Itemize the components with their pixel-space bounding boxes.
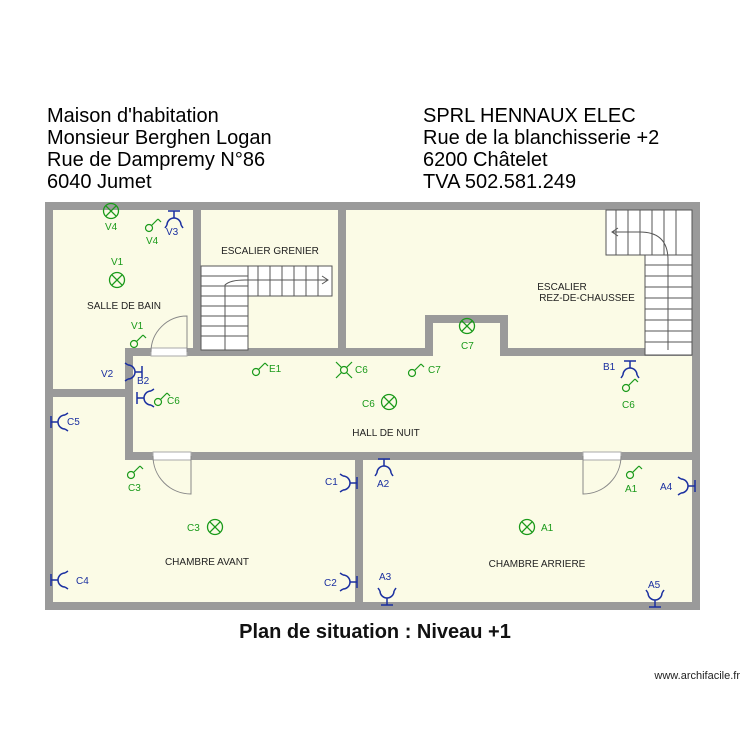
label-c7-switch: C7 [428, 365, 441, 376]
header-right-line-4: TVA 502.581.249 [423, 171, 577, 193]
header-left-line-3: Rue de Dampremy N°86 [47, 149, 266, 171]
label-c1: C1 [325, 477, 338, 488]
label-c7-lamp: C7 [461, 341, 474, 352]
doors [150, 315, 622, 495]
room-labels: SALLE DE BAIN ESCALIER GRENIER ESCALIER … [87, 246, 635, 570]
label-b2: B2 [137, 376, 150, 387]
label-c6-two-way: C6 [355, 365, 368, 376]
label-v2: V2 [101, 369, 114, 380]
label-c4: C4 [76, 576, 89, 587]
label-c6-switch-left: C6 [167, 396, 180, 407]
label-a2: A2 [377, 479, 390, 490]
header-left-line-2: Monsieur Berghen Logan [47, 127, 272, 149]
header-right: SPRL HENNAUX ELEC Rue de la blanchisseri… [423, 105, 659, 193]
label-v1-lamp: V1 [111, 257, 124, 268]
room-label-escalier-rdc-2: REZ-DE-CHAUSSEE [539, 293, 635, 304]
room-label-hall-de-nuit: HALL DE NUIT [352, 428, 419, 439]
header-right-line-2: Rue de la blanchisserie +2 [423, 127, 660, 149]
label-v3: V3 [166, 227, 179, 238]
label-b1: B1 [603, 362, 616, 373]
label-c3-lamp: C3 [187, 523, 200, 534]
label-v4-lamp: V4 [105, 222, 118, 233]
label-c2: C2 [324, 578, 337, 589]
room-label-chambre-arriere: CHAMBRE ARRIERE [489, 559, 586, 570]
watermark: www.archifacile.fr [654, 670, 740, 682]
label-a5: A5 [648, 580, 661, 591]
header-left: Maison d'habitation Monsieur Berghen Log… [47, 105, 272, 193]
label-c6-lamp: C6 [362, 399, 375, 410]
label-c6-switch-right: C6 [622, 400, 635, 411]
header-left-line-1: Maison d'habitation [47, 105, 219, 127]
label-a1-switch: A1 [625, 484, 638, 495]
switches [126, 218, 643, 480]
plan-title: Plan de situation : Niveau +1 [239, 621, 511, 643]
label-a3: A3 [379, 572, 392, 583]
header-left-line-4: 6040 Jumet [47, 171, 152, 193]
room-label-chambre-avant: CHAMBRE AVANT [165, 557, 249, 568]
symbol-labels: V4 V4 V3 V1 V1 V2 B2 C6 E1 C6 C7 C7 C6 B… [67, 222, 673, 591]
walls [45, 202, 700, 610]
header-right-line-3: 6200 Châtelet [423, 149, 548, 171]
label-c5: C5 [67, 417, 80, 428]
label-v1-switch: V1 [131, 321, 144, 332]
label-c3-switch: C3 [128, 483, 141, 494]
label-e1: E1 [269, 364, 282, 375]
staircase-grenier [200, 265, 333, 351]
room-label-salle-de-bain: SALLE DE BAIN [87, 301, 161, 312]
staircase-rdc [605, 209, 693, 356]
room-label-escalier-grenier: ESCALIER GRENIER [221, 246, 319, 257]
label-a4: A4 [660, 482, 673, 493]
two-way-switch-icon [335, 361, 353, 379]
label-a1-lamp: A1 [541, 523, 554, 534]
label-v4-switch: V4 [146, 236, 159, 247]
header-right-line-1: SPRL HENNAUX ELEC [423, 105, 636, 127]
room-label-escalier-rdc-1: ESCALIER [537, 282, 586, 293]
